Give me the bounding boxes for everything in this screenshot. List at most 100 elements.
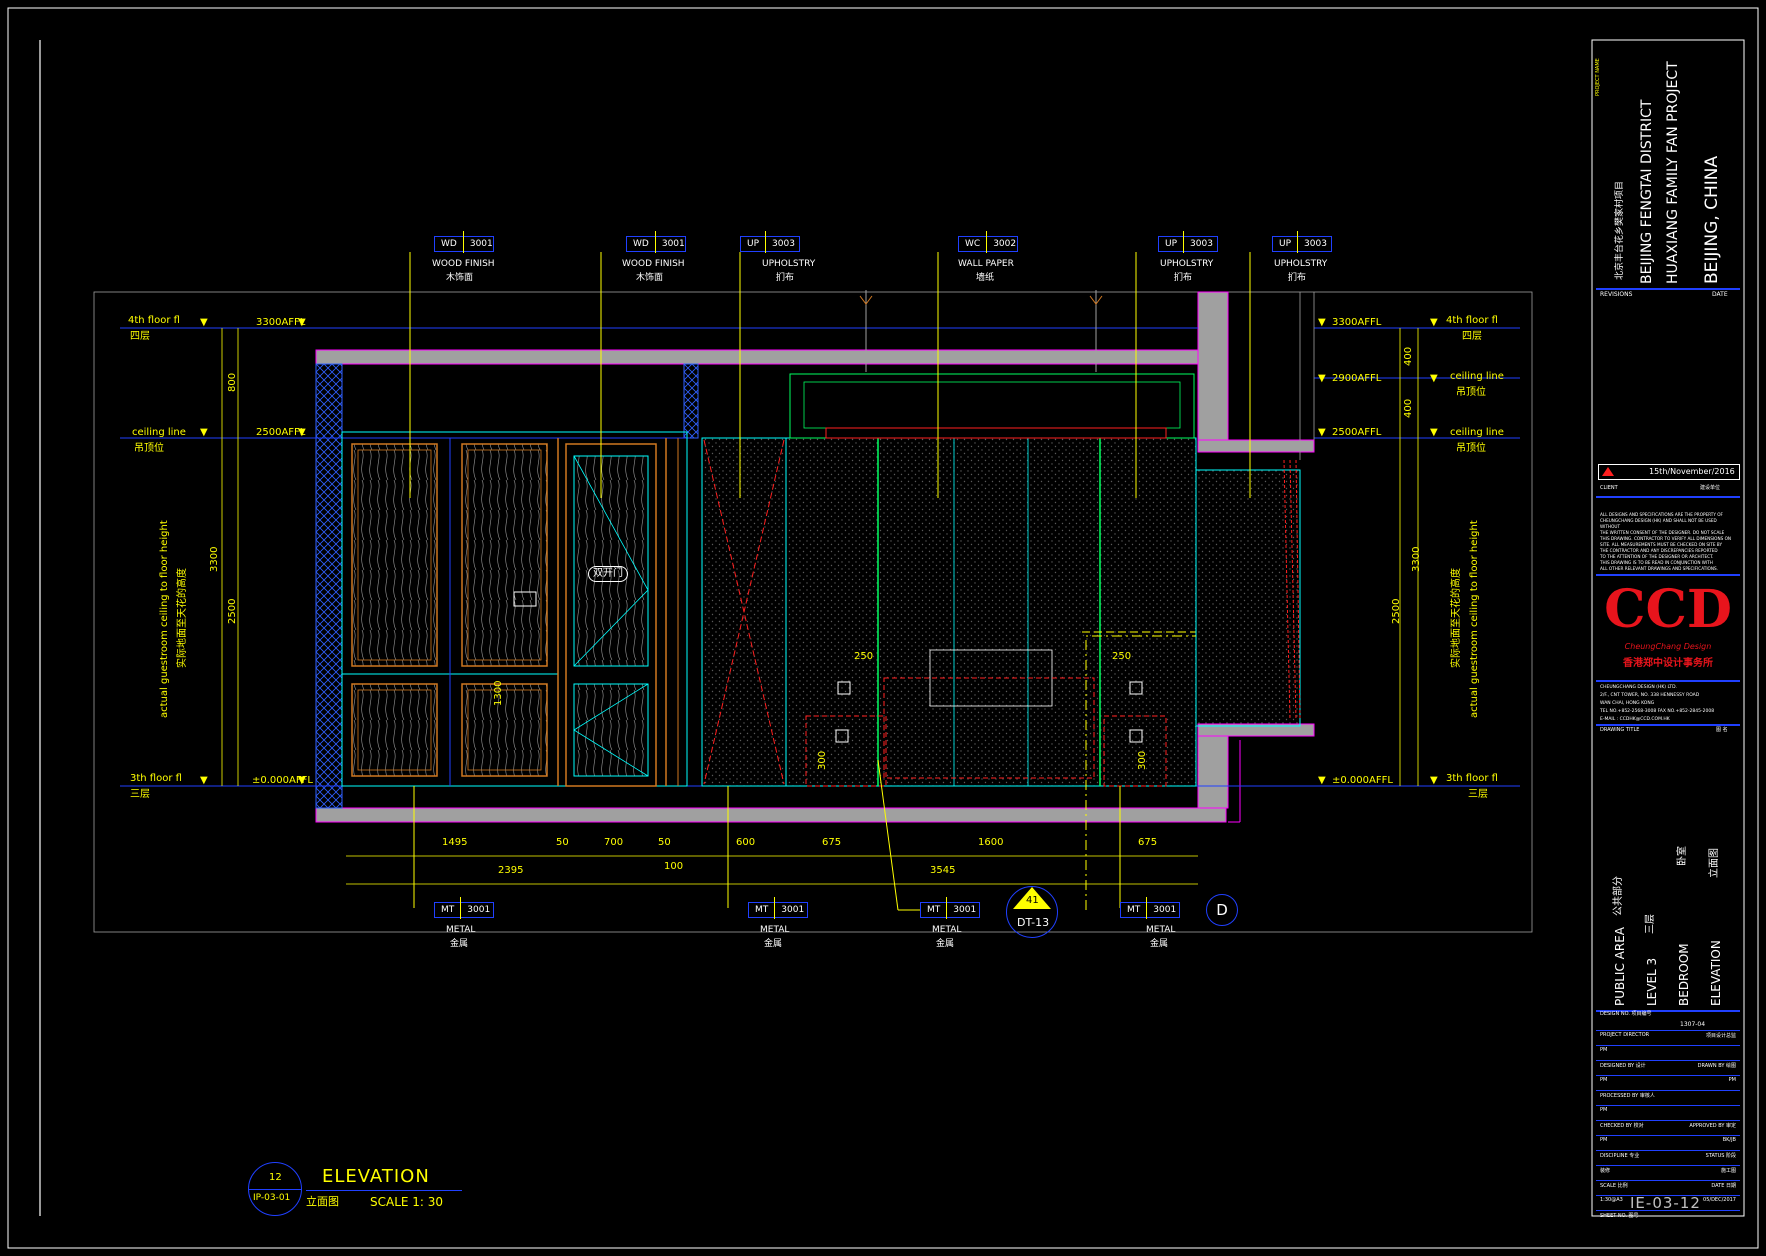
tb-company-line: 2/F., CNT TOWER, NO. 338 HENNESSY ROAD xyxy=(1600,693,1700,698)
tb-design-no: 1307-04 xyxy=(1680,1021,1706,1028)
tag-num: 3001 xyxy=(781,905,805,915)
bottom-tag-4-en: METAL xyxy=(1146,925,1176,935)
tag-code: WD xyxy=(633,239,649,249)
level-marker-icon: ▼ xyxy=(1318,427,1326,438)
level-left-4th-value: 3300AFFL xyxy=(256,317,306,328)
top-tag-2: WD 3001 xyxy=(626,231,686,253)
dim-nightstand-left: 250 xyxy=(854,651,874,662)
level-left-3th-en: 3th floor fl xyxy=(130,773,182,784)
level-marker-icon: ▼ xyxy=(1318,775,1326,786)
tag-code: MT xyxy=(927,905,941,915)
section-tag-triangle-icon xyxy=(1013,887,1051,909)
tb-row-label: PM xyxy=(1600,1107,1608,1113)
tb-row-value: APPROVED BY 审定 xyxy=(1689,1123,1736,1129)
tb-project-name-label: PROJECT NAME xyxy=(1595,58,1601,96)
company-logo-sub: CheungChang Design xyxy=(1624,642,1712,651)
dim-bottom-675a: 675 xyxy=(822,837,842,848)
tb-sheet-number: IE-03-12 xyxy=(1630,1194,1701,1212)
dim-bottom-100: 100 xyxy=(664,861,684,872)
tag-num: 3002 xyxy=(993,239,1017,249)
level-marker-icon: ▼ xyxy=(200,427,208,438)
tag-code: UP xyxy=(747,239,760,249)
tb-title-en-0: PUBLIC AREA xyxy=(1613,926,1627,1006)
tag-num: 3001 xyxy=(661,239,685,249)
tb-drawing-title-label: DRAWING TITLE xyxy=(1600,727,1640,733)
dim-height-right: 300 xyxy=(1137,750,1148,770)
tag-num: 3001 xyxy=(467,905,491,915)
tb-row-label: 1:30@A3 xyxy=(1600,1197,1623,1203)
door xyxy=(565,438,679,787)
tb-row-value: DRAWN BY 绘图 xyxy=(1697,1063,1736,1069)
tb-row-label: SCALE 比例 xyxy=(1600,1183,1628,1189)
tb-title-cn-3: 立面图 xyxy=(1709,848,1720,878)
level-marker-icon: ▼ xyxy=(1430,373,1438,384)
dim-left-1300: 1300 xyxy=(493,680,504,706)
tb-note-line: SITE. ALL MEASUREMENTS MUST BE CHECKED O… xyxy=(1600,542,1723,547)
top-tag-3-cn: 扪布 xyxy=(776,273,795,283)
tb-project-cn: 北京丰台花乡樊家村项目 xyxy=(1615,180,1625,280)
top-tag-1-en: WOOD FINISH xyxy=(432,259,495,269)
level-marker-icon: ▼ xyxy=(298,317,306,328)
tb-title-en-3: ELEVATION xyxy=(1709,940,1723,1006)
ref-sheet: IP-03-01 xyxy=(253,1193,291,1203)
top-tag-6-en: UPHOLSTRY xyxy=(1274,259,1328,269)
tb-row-value: BK/JB xyxy=(1722,1137,1736,1143)
dim-left-2500: 2500 xyxy=(227,598,238,624)
top-tag-4-en: WALL PAPER xyxy=(958,259,1014,269)
tb-project-line1: BEIJING FENGTAI DISTRICT xyxy=(1639,99,1655,284)
top-tag-2-en: WOOD FINISH xyxy=(622,259,685,269)
tb-row-value: 项目设计总监 xyxy=(1705,1033,1736,1039)
tb-row-label: DISCIPLINE 专业 xyxy=(1600,1153,1640,1159)
level-right-c2-value: 2500AFFL xyxy=(1332,427,1382,438)
section-tag-sheet: DT-13 xyxy=(1017,916,1050,929)
tb-row-label: PM xyxy=(1600,1047,1608,1053)
top-tag-5-cn: 扪布 xyxy=(1174,273,1193,283)
tb-project-line3: BEIJING, CHINA xyxy=(1702,155,1722,284)
dim-bottom-600: 600 xyxy=(736,837,756,848)
dim-left-3300: 3300 xyxy=(209,546,220,572)
tag-code: MT xyxy=(1127,905,1141,915)
tag-num: 3001 xyxy=(469,239,493,249)
level-marker-icon: ▼ xyxy=(1318,373,1326,384)
tb-note-line: ALL DESIGNS AND SPECIFICATIONS ARE THE P… xyxy=(1600,512,1723,517)
tb-note-line: THE CONTRACTOR AND ANY DISCREPANCIES REP… xyxy=(1600,548,1718,553)
level-marker-icon: ▼ xyxy=(1430,427,1438,438)
dim-bottom-50a: 50 xyxy=(556,837,569,848)
bedhead-wall xyxy=(785,290,1197,787)
revision-triangle-icon xyxy=(1602,467,1614,476)
level-left-4th-en: 4th floor fl xyxy=(128,315,180,326)
bottom-tag-3-en: METAL xyxy=(932,925,962,935)
tb-row-label: 装修 xyxy=(1600,1168,1611,1174)
ref-bubble: 12 IP-03-01 xyxy=(248,1162,302,1216)
tb-row: PM xyxy=(1596,1045,1740,1060)
tag-num: 3003 xyxy=(772,239,795,249)
tag-code: MT xyxy=(755,905,769,915)
tb-note-line: ALL OTHER RELEVANT DRAWINGS AND SPECIFIC… xyxy=(1600,566,1718,571)
top-tag-1-cn: 木饰面 xyxy=(446,273,474,283)
drawing-title-cn: 立面图 xyxy=(306,1195,339,1208)
tb-row-label: CHECKED BY 校对 xyxy=(1600,1123,1644,1129)
bottom-tag-2-en: METAL xyxy=(760,925,790,935)
tb-note-line: TO THE ATTENTION OF THE DESIGNER OR ARCH… xyxy=(1600,554,1714,559)
level-marker-icon: ▼ xyxy=(298,427,306,438)
dim-right-400a: 400 xyxy=(1403,346,1414,366)
level-right-c2-cn: 吊顶位 xyxy=(1456,443,1486,454)
title-block-frame xyxy=(1591,39,1745,1217)
top-tag-4: WC 3002 xyxy=(958,231,1018,253)
section-tag-number: 41 xyxy=(1026,895,1039,906)
bottom-leaders xyxy=(413,635,1196,911)
tb-row: SHEET NO. 图号 xyxy=(1596,1210,1740,1225)
level-left-3th-value: ±0.000AFFL xyxy=(252,775,313,786)
door-label: 双开门 xyxy=(588,566,628,582)
tb-row-label: PM xyxy=(1600,1137,1608,1143)
company-logo: CCD xyxy=(1604,579,1732,640)
tag-code: WC xyxy=(965,239,981,249)
ref-number: 12 xyxy=(269,1172,282,1183)
dim-bottom-700: 700 xyxy=(604,837,624,848)
